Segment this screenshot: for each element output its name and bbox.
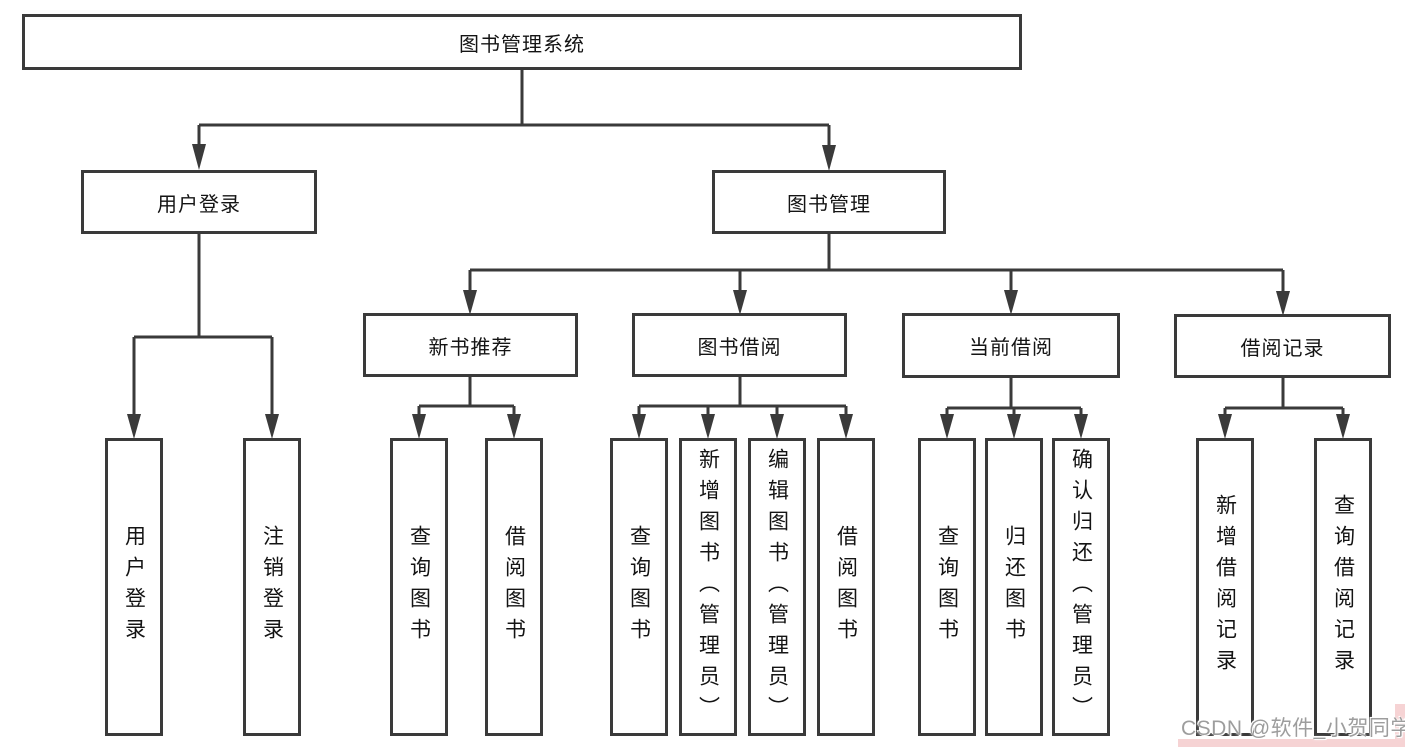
node-user-login-label: 用户登录 <box>157 193 241 216</box>
leaf-current-query-books: 查询图书 <box>918 438 976 736</box>
node-current-borrowing: 当前借阅 <box>902 313 1120 378</box>
edges-borrow-record-children <box>1218 378 1350 439</box>
node-book-management: 图书管理 <box>712 170 946 234</box>
node-book-borrowing-label: 图书借阅 <box>697 336 782 359</box>
leaf-rec-query-books: 查询图书 <box>390 438 448 736</box>
edges-current-borrow-children <box>940 378 1088 439</box>
node-root-label: 图书管理系统 <box>459 33 585 56</box>
leaf-rec-borrow-books: 借阅图书 <box>485 438 543 736</box>
leaf-query-borrow-record-label: 查询借阅记录 <box>1331 494 1355 680</box>
node-book-borrowing: 图书借阅 <box>632 313 847 377</box>
leaf-logout: 注销登录 <box>243 438 301 736</box>
leaf-borrow-books: 借阅图书 <box>817 438 875 736</box>
node-root-system: 图书管理系统 <box>22 14 1022 70</box>
node-borrowing-records: 借阅记录 <box>1174 314 1391 378</box>
node-book-management-label: 图书管理 <box>787 193 871 216</box>
watermark-pink-strip-right <box>1395 704 1405 747</box>
node-new-book-recommendation: 新书推荐 <box>363 313 578 377</box>
leaf-user-login: 用户登录 <box>105 438 163 736</box>
leaf-add-books-admin: 新增图书（管理员） <box>679 438 737 736</box>
leaf-user-login-label: 用户登录 <box>122 525 146 649</box>
leaf-logout-label: 注销登录 <box>260 525 284 649</box>
edges-user-login-children <box>127 234 279 439</box>
leaf-return-books: 归还图书 <box>985 438 1043 736</box>
leaf-return-books-label: 归还图书 <box>1002 525 1026 649</box>
node-borrowing-records-label: 借阅记录 <box>1240 337 1325 360</box>
leaf-confirm-return-admin-label: 确认归还（管理员） <box>1069 447 1093 727</box>
leaf-query-borrow-record: 查询借阅记录 <box>1314 438 1372 736</box>
node-new-book-recommendation-label: 新书推荐 <box>428 336 513 359</box>
leaf-rec-query-books-label: 查询图书 <box>407 525 431 649</box>
leaf-current-query-books-label: 查询图书 <box>935 525 959 649</box>
leaf-rec-borrow-books-label: 借阅图书 <box>502 525 526 649</box>
node-user-login: 用户登录 <box>81 170 317 234</box>
edges-new-book-rec-children <box>412 377 521 439</box>
leaf-edit-books-admin: 编辑图书（管理员） <box>748 438 806 736</box>
csdn-watermark: CSDN @软件_小贺同学 <box>1181 717 1405 740</box>
edges-book-mgmt-children <box>463 234 1290 316</box>
watermark-pink-strip-bottom <box>1178 739 1405 747</box>
leaf-edit-books-admin-label: 编辑图书（管理员） <box>765 447 789 727</box>
edges-book-borrow-children <box>632 377 853 439</box>
node-current-borrowing-label: 当前借阅 <box>969 337 1053 359</box>
leaf-borrow-books-label: 借阅图书 <box>834 525 858 649</box>
edges-root-to-level1 <box>192 70 836 171</box>
leaf-add-borrow-record: 新增借阅记录 <box>1196 438 1254 736</box>
leaf-add-borrow-record-label: 新增借阅记录 <box>1213 494 1237 680</box>
leaf-borrow-query-books-label: 查询图书 <box>627 525 651 649</box>
leaf-borrow-query-books: 查询图书 <box>610 438 668 736</box>
leaf-confirm-return-admin: 确认归还（管理员） <box>1052 438 1110 736</box>
leaf-add-books-admin-label: 新增图书（管理员） <box>696 447 720 727</box>
